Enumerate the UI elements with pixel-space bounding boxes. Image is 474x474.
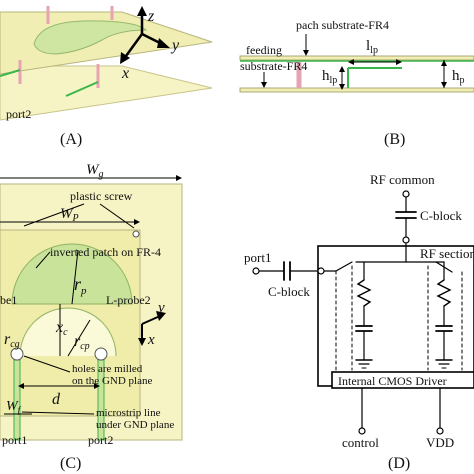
d-label: d	[52, 391, 61, 408]
rp-radius	[71, 249, 79, 305]
cmos-driver-box	[331, 371, 474, 389]
pointer-arrow	[23, 355, 71, 373]
pointer-arrow	[99, 203, 135, 229]
panel-a-label: (A)	[60, 131, 82, 148]
patch-substrate-label: pach substrate-FR4	[296, 18, 389, 32]
plastic-screw-label: plastic screw	[70, 189, 133, 203]
terminal	[317, 267, 325, 275]
xc-label: xc	[55, 319, 68, 338]
axis-z-label: z	[147, 8, 155, 25]
wg-label: Wg	[86, 162, 104, 180]
gnd-hole-arc	[19, 307, 117, 357]
holes-label-2: on the GND plane	[72, 375, 152, 387]
feeding-label-2: substrate-FR4	[240, 59, 307, 73]
feeding-substrate	[239, 87, 474, 93]
probe-hole-2	[94, 347, 108, 361]
pointer-arrow	[35, 251, 51, 269]
rcp-label: rcp	[74, 333, 90, 352]
l-lp-arrow-left	[348, 59, 354, 65]
wg-arrow-right	[176, 175, 182, 181]
c-block-top-label: C-block	[420, 208, 462, 223]
h-p-label: hp	[452, 68, 465, 86]
axis-y	[141, 315, 161, 325]
terminal	[436, 427, 444, 435]
h-lp-arrow-bottom	[339, 84, 345, 90]
axis-x	[124, 33, 144, 57]
axis-x-label: x	[121, 65, 129, 82]
l-lp-label: llp	[366, 38, 378, 56]
terminal	[402, 236, 410, 244]
wp-arrow-right	[134, 219, 140, 225]
holes-label-1: holes are milled	[72, 363, 143, 375]
ground-plane	[0, 65, 213, 121]
port1-label: port1	[2, 433, 27, 447]
pointer-arrow	[21, 411, 95, 415]
axis-y-label: y	[156, 300, 165, 316]
probe2-label: L-probe2	[106, 293, 151, 307]
cmos-driver-label: Internal CMOS Driver	[338, 374, 447, 388]
panel-b: pach substrate-FR4 feeding substrate-FR4…	[239, 18, 474, 148]
panel-d: RF common C-block RF section port1 C-blo…	[244, 172, 474, 472]
resistor	[436, 279, 452, 307]
rcg-label: rcg	[4, 331, 20, 350]
axis-x-arrow	[120, 52, 130, 64]
axis-z-arrow	[137, 6, 147, 16]
switch-arm	[335, 261, 353, 272]
port1-label: port1	[244, 250, 271, 265]
axis-y-label: y	[170, 37, 180, 54]
axis-y-arrow	[157, 38, 170, 48]
terminal	[358, 427, 366, 435]
inverted-patch	[33, 20, 148, 55]
rf-section-box	[317, 245, 474, 387]
panel-b-label: (B)	[384, 131, 405, 148]
panel-d-label: (D)	[388, 455, 410, 472]
feed-line	[65, 81, 99, 97]
port2-label: port2	[6, 107, 31, 121]
h-p-arrow-bottom	[441, 82, 447, 88]
axis-y-arrow	[156, 311, 166, 321]
d-arrow-right	[94, 383, 100, 389]
d-arrow-left	[18, 383, 24, 389]
probe-hole-1	[10, 347, 24, 361]
c-block-left-label: C-block	[268, 284, 310, 299]
pointer-arrowhead	[303, 50, 309, 56]
rf-common-label: RF common	[370, 172, 435, 187]
pointer-arrowhead	[261, 82, 267, 88]
feeding-label-1: feeding	[246, 43, 282, 57]
h-lp-label: hlp	[322, 68, 337, 86]
rp-label: rp	[74, 274, 87, 297]
feed-line	[0, 69, 21, 77]
h-p-arrow-top	[441, 60, 447, 66]
panel-c-label: (C)	[60, 455, 81, 472]
probe1-label: be1	[0, 293, 17, 307]
inverted-patch	[11, 243, 133, 305]
wp-label: WP	[60, 206, 79, 224]
microstrip-label-2: under GND plane	[96, 419, 174, 431]
l-lp-arrow-right	[396, 59, 402, 65]
axis-x-label: x	[147, 332, 155, 348]
screw-hole	[132, 230, 140, 238]
port2-label: port2	[88, 433, 113, 447]
rf-section-label: RF section	[420, 246, 474, 261]
h-lp-arrow-top	[339, 66, 345, 72]
wf-label: Wf	[6, 399, 22, 415]
control-label: control	[342, 435, 379, 450]
inverted-patch-label: inverted patch on FR-4	[50, 245, 161, 259]
terminal	[252, 267, 260, 275]
terminal	[402, 190, 410, 198]
vdd-label: VDD	[426, 435, 454, 450]
resistor	[356, 279, 372, 307]
panel-a: port2 z y x (A)	[0, 6, 213, 148]
patch-substrate	[239, 55, 474, 61]
microstrip-label-1: microstrip line	[96, 407, 161, 419]
panel-c: Wg plastic screw WP inverted patch on FR…	[0, 162, 183, 472]
axis-x-arrow	[138, 338, 146, 346]
rcp-radius	[67, 319, 91, 357]
